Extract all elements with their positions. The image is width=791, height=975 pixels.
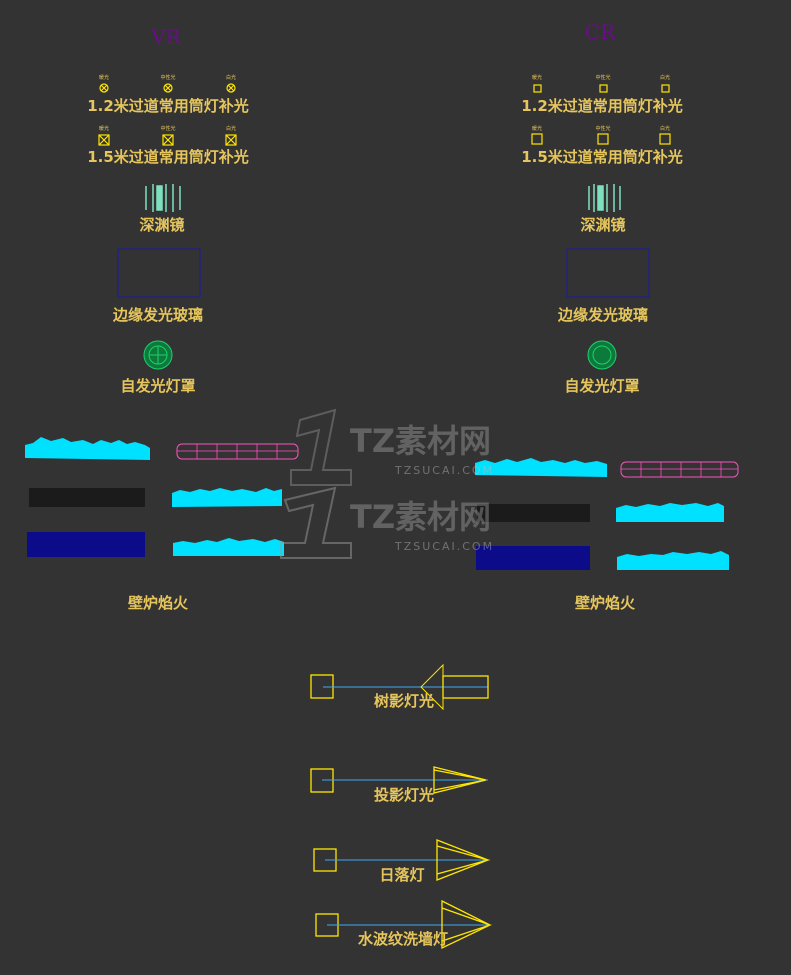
light-label: 投影灯光 (374, 786, 434, 804)
light-label: 水波纹洗墙灯 (358, 930, 448, 948)
flame-strip-icon (617, 551, 729, 570)
flame-strip-icon (475, 458, 607, 477)
light-type-label: 中性光 (595, 74, 610, 81)
lampshade-label: 自发光灯罩 (564, 377, 639, 395)
light-type-label: 暖光 (99, 125, 109, 132)
light-tree-shadow: 树影灯光 (310, 663, 489, 711)
watermark-url: TZSUCAI.COM (394, 540, 494, 553)
downlight-square-icons (98, 134, 237, 146)
downlight-12-label: 1.2米过道常用筒灯补光 (87, 97, 249, 115)
downlight-15-label: 1.5米过道常用筒灯补光 (87, 148, 249, 166)
abyss-mirror-icon (588, 184, 621, 212)
watermark-url: TZSUCAI.COM (394, 464, 494, 477)
flame-strip-icon (173, 538, 284, 556)
fireplace-label: 壁炉焰火 (128, 594, 189, 612)
light-type-label: 中性光 (595, 125, 610, 132)
light-type-label: 暖光 (99, 74, 109, 81)
pink-frame-icon (620, 461, 739, 478)
flame-strip-icon (616, 503, 724, 522)
downlight-square-icons (533, 84, 670, 93)
light-projection: 投影灯光 (310, 766, 488, 804)
blue-fire-panel-icon (476, 546, 590, 570)
light-type-label: 白光 (660, 74, 670, 81)
light-type-label: 中性光 (160, 74, 175, 81)
watermark-brand: TZ素材网 (350, 498, 491, 536)
watermark-brand: TZ素材网 (350, 422, 491, 460)
light-label: 日落灯 (379, 866, 424, 884)
edge-glass-icon (117, 248, 201, 298)
light-type-label: 白光 (226, 74, 236, 81)
light-sunset: 日落灯 (313, 839, 491, 884)
light-type-label: 白光 (226, 125, 236, 132)
column-title: CR (585, 20, 616, 44)
downlight-square-icons (531, 133, 671, 145)
edge-glass-icon (566, 248, 650, 298)
light-water-ripple: 水波纹洗墙灯 (315, 899, 492, 950)
downlight-round-icons (99, 83, 236, 93)
light-type-label: 暖光 (532, 74, 542, 81)
column-cr: CR 暖光 中性光 白光 1.2米过道常用筒灯补光 暖光 中性光 白光 1.5米… (475, 20, 739, 612)
lampshade-label: 自发光灯罩 (120, 377, 195, 395)
fireplace-label: 壁炉焰火 (575, 594, 636, 612)
fireplace-icons (25, 437, 299, 557)
light-type-label: 暖光 (532, 125, 542, 132)
edge-glass-label: 边缘发光玻璃 (112, 306, 203, 324)
abyss-mirror-label: 深渊镜 (139, 216, 184, 234)
flame-strip-icon (25, 437, 150, 460)
column-title: VR (150, 25, 181, 49)
lampshade-icon (143, 340, 173, 370)
light-type-label: 白光 (660, 125, 670, 132)
light-label: 树影灯光 (374, 692, 434, 710)
light-type-label: 中性光 (160, 125, 175, 132)
column-vr: VR 暖光 中性光 白光 1.2米过道常用筒灯补光 暖光 中性光 白光 1.5米… (25, 25, 299, 612)
abyss-mirror-icon (145, 184, 181, 212)
downlight-15-label: 1.5米过道常用筒灯补光 (521, 148, 683, 166)
abyss-mirror-label: 深渊镜 (580, 216, 625, 234)
dark-fire-grate-icon (29, 488, 145, 507)
pink-frame-icon (176, 443, 299, 460)
watermark: TZ素材网 TZSUCAI.COM TZ素材网 TZSUCAI.COM (280, 408, 494, 559)
edge-glass-label: 边缘发光玻璃 (557, 306, 648, 324)
flame-strip-icon (172, 488, 282, 507)
lampshade-icon (587, 340, 617, 370)
downlight-12-label: 1.2米过道常用筒灯补光 (521, 97, 683, 115)
dark-fire-grate-icon (477, 504, 590, 522)
blue-fire-panel-icon (27, 532, 145, 557)
fireplace-icons (475, 458, 739, 570)
